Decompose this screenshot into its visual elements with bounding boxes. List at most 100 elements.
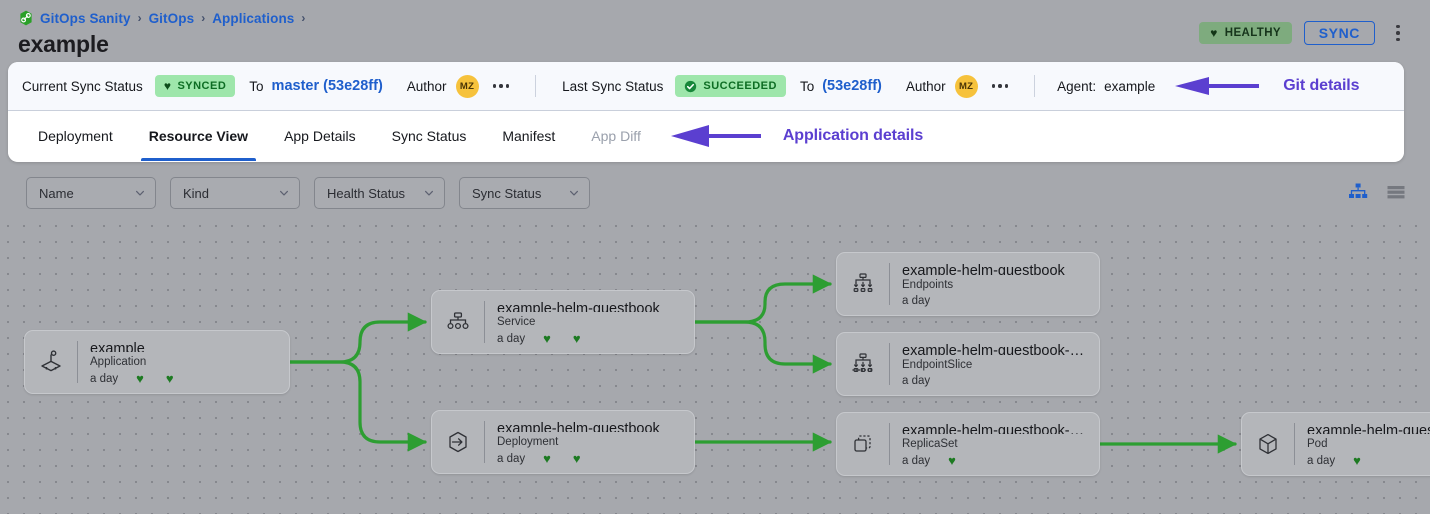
node-meta: a day ♥ ♥	[497, 452, 684, 465]
application-details-annotation-group: Application details	[659, 111, 923, 161]
application-icon	[25, 331, 77, 393]
filter-health-status[interactable]: Health Status	[314, 177, 445, 209]
node-age: a day	[1307, 454, 1336, 467]
node-kind: Endpoints	[902, 279, 954, 292]
graph-node-replicaset[interactable]: example-helm-guestbook-74… ReplicaSet a …	[836, 412, 1100, 476]
node-body: example-helm-guestbook Service a day ♥ ♥	[485, 291, 694, 353]
divider	[535, 75, 537, 97]
tree-view-icon[interactable]	[1348, 182, 1368, 202]
filter-sync-status[interactable]: Sync Status	[459, 177, 590, 209]
node-body: example-helm-guest Pod a day ♥	[1295, 413, 1430, 475]
tab-resource-view[interactable]: Resource View	[131, 111, 266, 161]
endpoints-icon	[837, 253, 889, 315]
health-heart-icon: ♥	[1353, 453, 1361, 468]
node-name: example-helm-guest	[1307, 423, 1430, 435]
filter-kind[interactable]: Kind	[170, 177, 300, 209]
node-meta: a day ♥	[902, 454, 1089, 467]
tab-label: App Details	[284, 128, 356, 144]
page-title: example	[18, 31, 109, 57]
agent-value: example	[1104, 78, 1156, 94]
last-sync-status-label: Last Sync Status	[562, 78, 664, 94]
view-toggle-group	[1348, 182, 1406, 202]
tab-manifest[interactable]: Manifest	[484, 111, 573, 161]
divider	[889, 263, 890, 305]
tab-deployment[interactable]: Deployment	[20, 111, 131, 161]
endpointslice-icon	[837, 333, 889, 395]
left-arrow-icon	[670, 125, 761, 147]
status-badge-health[interactable]: ♥ HEALTHY	[1199, 22, 1292, 44]
last-sync-status-badge[interactable]: SUCCEEDED	[675, 75, 786, 97]
avatar[interactable]: MZ	[954, 74, 978, 98]
graph-node-endpoints[interactable]: example-helm-guestbook Endpoints a day	[836, 252, 1100, 316]
breadcrumb-item-0[interactable]: GitOps Sanity	[40, 10, 131, 26]
chevron-down-icon	[280, 190, 288, 196]
breadcrumb-separator-trailing: ›	[301, 11, 306, 25]
tab-label: Manifest	[502, 128, 556, 144]
check-circle-icon	[685, 80, 697, 92]
resource-graph-canvas[interactable]: example Application a day ♥ ♥	[0, 218, 1430, 514]
replicaset-icon	[837, 413, 889, 475]
sync-heart-icon: ♥	[572, 331, 581, 346]
node-age: a day	[497, 332, 526, 345]
graph-node-pod[interactable]: example-helm-guest Pod a day ♥	[1241, 412, 1430, 476]
node-kind: Pod	[1307, 438, 1328, 451]
node-kind: EndpointSlice	[902, 359, 973, 372]
sync-button[interactable]: SYNC	[1303, 21, 1375, 45]
avatar[interactable]: MZ	[455, 74, 479, 98]
node-meta: a day ♥	[1307, 454, 1430, 467]
filter-label: Sync Status	[472, 185, 542, 201]
tab-label: Sync Status	[391, 128, 467, 144]
last-sync-overflow-icon[interactable]	[991, 84, 1009, 88]
divider	[484, 421, 485, 463]
graph-node-deployment[interactable]: example-helm-guestbook Deployment a day …	[431, 410, 695, 474]
last-revision-link[interactable]: (53e28ff)	[822, 78, 882, 94]
tab-app-details[interactable]: App Details	[266, 111, 374, 161]
filter-label: Name	[39, 185, 74, 201]
tab-app-diff[interactable]: App Diff	[573, 111, 659, 161]
divider	[889, 423, 890, 465]
sync-heart-icon: ♥	[572, 451, 581, 466]
node-kind: Application	[90, 356, 147, 369]
application-details-annotation: Application details	[782, 127, 924, 144]
left-arrow-icon	[1175, 77, 1260, 95]
node-meta: a day ♥ ♥	[497, 332, 684, 345]
graph-node-application[interactable]: example Application a day ♥ ♥	[24, 330, 290, 394]
filter-label: Health Status	[327, 185, 406, 201]
divider	[1034, 75, 1036, 97]
node-body: example-helm-guestbook Endpoints a day	[890, 253, 1099, 315]
kebab-menu-icon[interactable]	[1390, 21, 1406, 45]
node-age: a day	[902, 375, 931, 387]
service-icon	[432, 291, 484, 353]
node-body: example-helm-guestbook-ct… EndpointSlice…	[890, 333, 1099, 395]
divider	[889, 343, 890, 385]
breadcrumb-item-2[interactable]: Applications	[212, 10, 295, 26]
heart-icon: ♥	[163, 79, 172, 93]
list-view-icon[interactable]	[1386, 182, 1406, 202]
current-revision-link[interactable]: master (53e28ff)	[271, 78, 383, 94]
filter-group: Name Kind Health Status Sync Status	[26, 177, 590, 209]
breadcrumb-item-1[interactable]: GitOps	[148, 10, 195, 26]
sync-status-bar: Current Sync Status ♥ SYNCED To master (…	[8, 62, 1404, 111]
health-heart-icon: ♥	[543, 331, 551, 346]
filter-name[interactable]: Name	[26, 177, 156, 209]
node-age: a day	[497, 452, 526, 465]
divider	[1294, 423, 1295, 465]
gitops-sanity-logo-icon	[20, 10, 32, 26]
node-name: example	[90, 341, 145, 353]
graph-node-service[interactable]: example-helm-guestbook Service a day ♥ ♥	[431, 290, 695, 354]
node-body: example-helm-guestbook-74… ReplicaSet a …	[890, 413, 1099, 475]
node-body: example-helm-guestbook Deployment a day …	[485, 411, 694, 473]
deployment-icon	[432, 411, 484, 473]
filter-label: Kind	[183, 185, 210, 201]
breadcrumb-separator: ›	[137, 11, 142, 25]
current-sync-overflow-icon[interactable]	[492, 84, 510, 88]
graph-node-endpointslice[interactable]: example-helm-guestbook-ct… EndpointSlice…	[836, 332, 1100, 396]
node-name: example-helm-guestbook-74…	[902, 423, 1089, 435]
current-sync-status-badge[interactable]: ♥ SYNCED	[154, 75, 236, 97]
breadcrumb: GitOps Sanity › GitOps › Applications ›	[18, 10, 306, 26]
git-details-annotation: Git details	[1283, 77, 1360, 94]
graph-edges	[288, 274, 1237, 454]
node-kind: Service	[497, 316, 536, 329]
pod-icon	[1242, 413, 1294, 475]
tab-sync-status[interactable]: Sync Status	[374, 111, 485, 161]
